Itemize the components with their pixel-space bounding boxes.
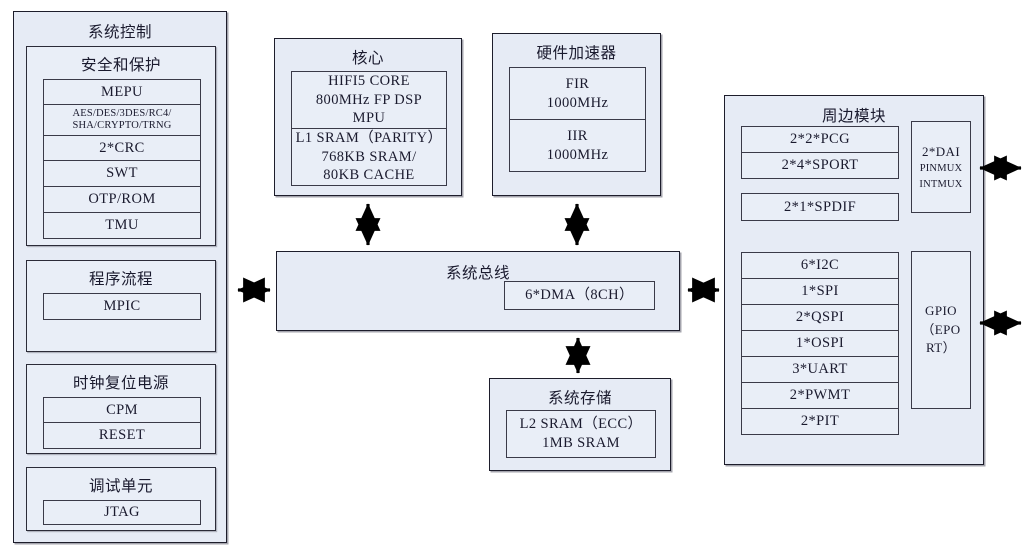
clock-item-label: CPM <box>106 401 138 418</box>
gpio-line: GPIO <box>925 302 957 318</box>
security-item-label: TMU <box>105 217 139 234</box>
peripheral-item-pcg: 2*2*PCG <box>741 126 899 153</box>
core-block: 核心 HIFI5 CORE 800MHz FP DSP MPU L1 SRAM（… <box>274 38 462 196</box>
peripheral-item-sport: 2*4*SPORT <box>741 152 899 179</box>
peripheral-item-i2c: 6*I2C <box>741 252 899 279</box>
debug-item-label: JTAG <box>104 504 140 521</box>
accelerator-fir-cell: FIR 1000MHz <box>509 67 646 120</box>
clock-reset-power-group: 时钟复位电源 CPM RESET <box>26 364 216 454</box>
peripheral-title: 周边模块 <box>821 108 886 125</box>
peripheral-item-label: 2*4*SPORT <box>781 157 859 174</box>
peripheral-item-label: 2*PWMT <box>789 387 851 404</box>
peripheral-item-label: 2*2*PCG <box>789 131 850 148</box>
security-item-label: AES/DES/3DES/RC4/ SHA/CRYPTO/TRNG <box>72 108 172 131</box>
core-cpu-lines: HIFI5 CORE 800MHz FP DSP MPU <box>292 72 446 128</box>
core-cpu-line: MPU <box>352 110 386 127</box>
core-cpu-cell: HIFI5 CORE 800MHz FP DSP MPU <box>291 71 447 129</box>
peripheral-item-label: 3*UART <box>792 361 848 378</box>
peripheral-item-uart: 3*UART <box>741 356 899 383</box>
core-l1-cell: L1 SRAM（PARITY） 768KB SRAM/ 80KB CACHE <box>291 128 447 186</box>
system-storage-block: 系统存储 L2 SRAM（ECC） 1MB SRAM <box>489 378 671 471</box>
clock-item-label: RESET <box>98 427 146 444</box>
accelerator-freq: 1000MHz <box>546 94 609 111</box>
program-flow-title: 程序流程 <box>88 271 153 288</box>
core-title: 核心 <box>351 50 384 67</box>
dai-line: INTMUX <box>919 178 963 190</box>
hardware-accelerator-block: 硬件加速器 FIR 1000MHz IIR 1000MHz <box>492 33 661 196</box>
accelerator-name: FIR <box>565 75 590 92</box>
core-l1-line: 80KB CACHE <box>323 167 415 184</box>
dma-label: 6*DMA（8CH） <box>525 287 634 304</box>
security-group: 安全和保护 MEPU AES/DES/3DES/RC4/ SHA/CRYPTO/… <box>26 46 216 246</box>
dai-lines: 2*DAI PINMUX INTMUX <box>912 122 970 212</box>
dma-cell: 6*DMA（8CH） <box>504 281 655 310</box>
security-item-label: 2*CRC <box>99 139 145 156</box>
accelerator-name: IIR <box>567 127 588 144</box>
peripheral-item-label: 1*SPI <box>801 283 839 300</box>
system-bus-title: 系统总线 <box>445 265 510 282</box>
security-item-label: OTP/ROM <box>88 191 156 208</box>
peripheral-item-label: 2*1*SPDIF <box>783 198 857 215</box>
peripheral-item-label: 1*OSPI <box>795 335 845 352</box>
peripheral-item-ospi: 1*OSPI <box>741 330 899 357</box>
accelerator-freq: 1000MHz <box>546 146 609 163</box>
peripheral-item-spi: 1*SPI <box>741 278 899 305</box>
accelerator-fir-lines: FIR 1000MHz <box>510 68 645 119</box>
accelerator-iir-cell: IIR 1000MHz <box>509 119 646 172</box>
core-cpu-line: HIFI5 CORE <box>328 72 410 89</box>
security-item-label: MEPU <box>101 83 143 100</box>
hardware-accelerator-title: 硬件加速器 <box>536 45 617 62</box>
security-item-mepu: MEPU <box>43 79 201 105</box>
security-item-crc: 2*CRC <box>43 135 201 161</box>
peripheral-item-label: 2*QSPI <box>795 309 845 326</box>
dai-line: 2*DAI <box>921 143 961 159</box>
core-l1-line: L1 SRAM（PARITY） <box>295 129 443 146</box>
system-bus-block: 系统总线 6*DMA（8CH） <box>276 251 680 331</box>
gpio-line: RT） <box>925 340 957 356</box>
security-item-tmu: TMU <box>43 212 201 239</box>
dai-line: PINMUX <box>919 163 963 174</box>
core-l1-line: 768KB SRAM/ <box>321 148 417 165</box>
debug-unit-title: 调试单元 <box>88 478 153 495</box>
security-item-otp-rom: OTP/ROM <box>43 186 201 213</box>
system-storage-line: L2 SRAM（ECC） <box>519 416 643 433</box>
peripheral-item-pit: 2*PIT <box>741 408 899 435</box>
system-control-block: 系统控制 安全和保护 MEPU AES/DES/3DES/RC4/ SHA/CR… <box>13 11 227 543</box>
program-flow-item-label: MPIC <box>103 298 141 315</box>
system-control-title: 系统控制 <box>87 24 152 41</box>
peripheral-item-spdif: 2*1*SPDIF <box>741 193 899 221</box>
debug-unit-group: 调试单元 JTAG <box>26 467 216 531</box>
clock-item-cpm: CPM <box>43 397 201 423</box>
program-flow-group: 程序流程 MPIC <box>26 260 216 352</box>
peripheral-item-pwmt: 2*PWMT <box>741 382 899 409</box>
peripheral-block: 周边模块 2*2*PCG 2*4*SPORT 2*1*SPDIF 6*I2C 1… <box>724 95 984 465</box>
gpio-line: （EPO <box>921 321 961 337</box>
security-item-swt: SWT <box>43 160 201 187</box>
gpio-lines: GPIO （EPO RT） <box>912 252 970 408</box>
core-cpu-line: 800MHz FP DSP <box>315 91 423 108</box>
system-storage-lines: L2 SRAM（ECC） 1MB SRAM <box>507 411 655 457</box>
core-l1-lines: L1 SRAM（PARITY） 768KB SRAM/ 80KB CACHE <box>292 129 446 185</box>
system-storage-title: 系统存储 <box>547 390 612 407</box>
peripheral-item-qspi: 2*QSPI <box>741 304 899 331</box>
dai-cell: 2*DAI PINMUX INTMUX <box>911 121 971 213</box>
system-storage-cell: L2 SRAM（ECC） 1MB SRAM <box>506 410 656 458</box>
security-item-label: SWT <box>106 165 138 182</box>
clock-item-reset: RESET <box>43 422 201 449</box>
debug-item-jtag: JTAG <box>43 500 201 525</box>
program-flow-item-mpic: MPIC <box>43 293 201 320</box>
gpio-cell: GPIO （EPO RT） <box>911 251 971 409</box>
clock-reset-power-title: 时钟复位电源 <box>72 375 169 392</box>
security-group-title: 安全和保护 <box>80 57 161 74</box>
system-storage-line: 1MB SRAM <box>542 435 620 451</box>
peripheral-item-label: 2*PIT <box>800 413 840 430</box>
peripheral-item-label: 6*I2C <box>800 257 840 274</box>
security-item-crypto: AES/DES/3DES/RC4/ SHA/CRYPTO/TRNG <box>43 104 201 136</box>
accelerator-iir-lines: IIR 1000MHz <box>510 120 645 171</box>
